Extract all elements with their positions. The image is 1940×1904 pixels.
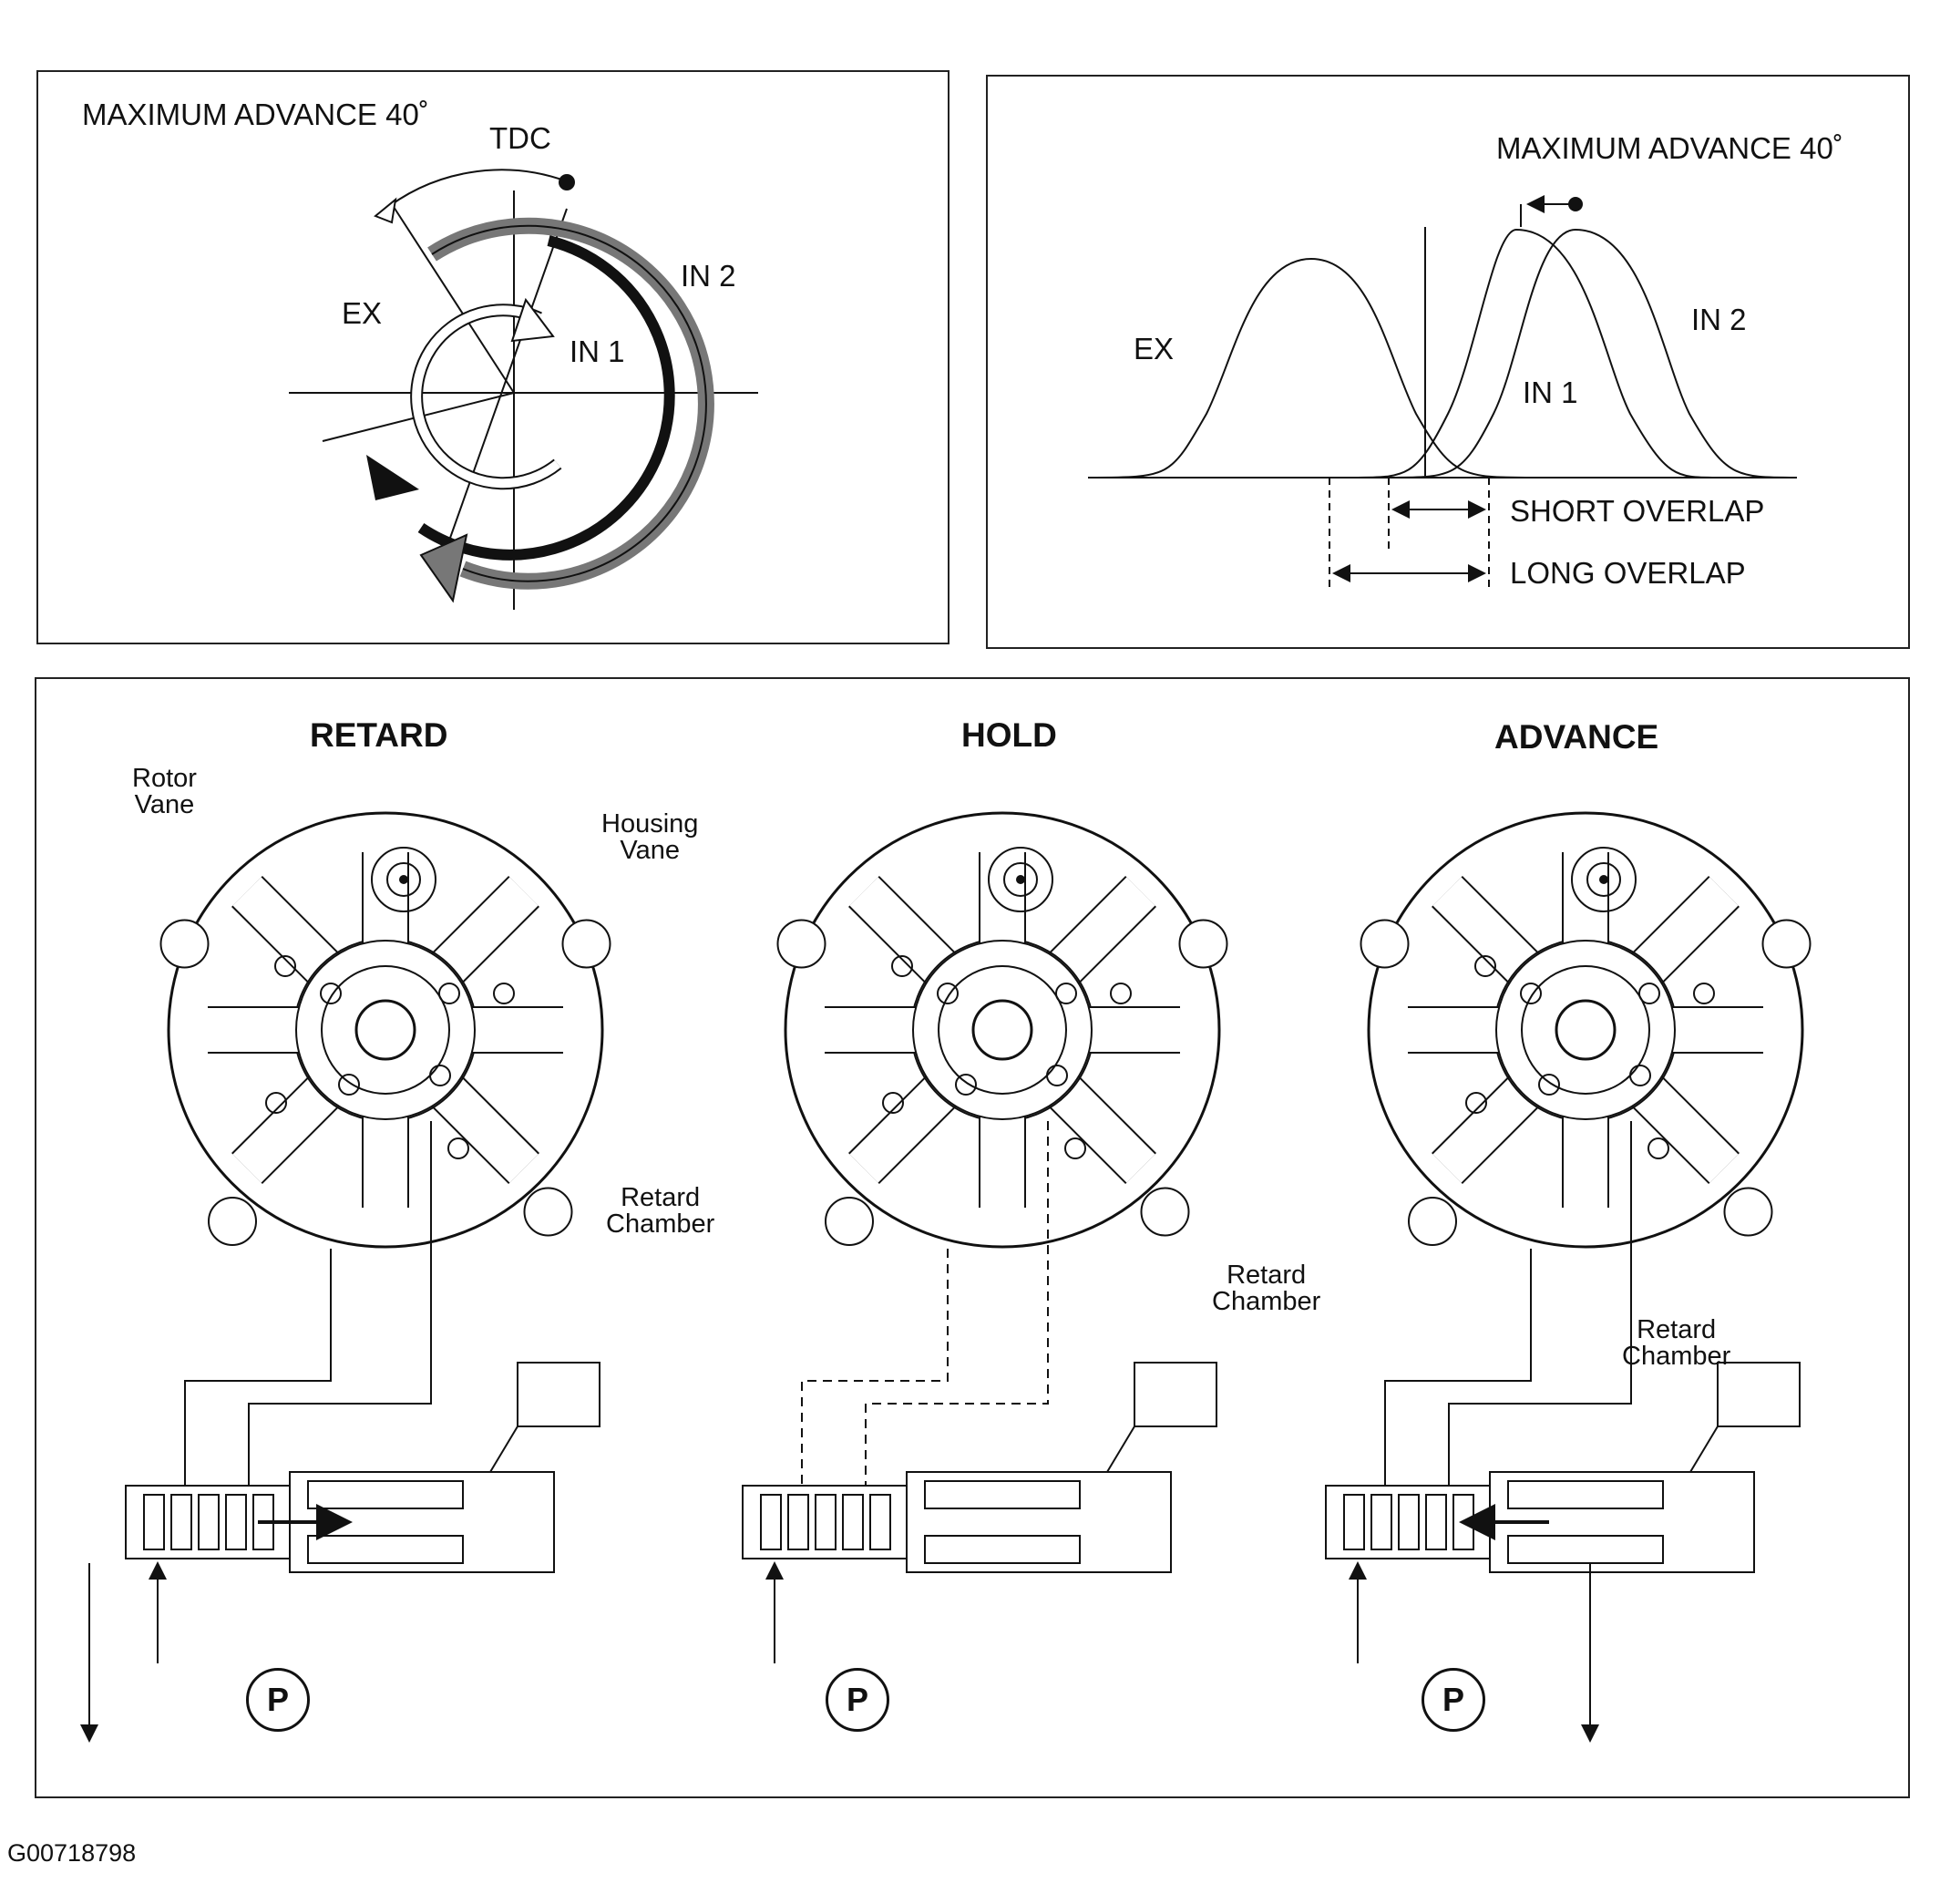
in2-label: IN 2 xyxy=(1691,303,1747,336)
actuator-modes-panel: RETARD HOLD ADVANCE Rotor Vane Housing V… xyxy=(35,677,1910,1798)
advance-point xyxy=(1568,197,1583,211)
ex-label: EX xyxy=(1134,332,1175,365)
retard-housing xyxy=(167,811,604,1249)
pressure-port-advance: P xyxy=(1422,1668,1485,1732)
ex-curve xyxy=(1087,257,1535,479)
pressure-port-retard: P xyxy=(246,1668,310,1732)
hold-solenoid xyxy=(906,1471,1172,1573)
in2-curve xyxy=(1388,228,1798,479)
max-advance-label: MAXIMUM ADVANCE 40˚ xyxy=(82,98,429,131)
hold-title: HOLD xyxy=(961,716,1057,754)
retard-chamber-label-advance: Retard Chamber xyxy=(1622,1315,1731,1371)
hold-center-hub xyxy=(971,999,1033,1061)
long-overlap-label: LONG OVERLAP xyxy=(1510,556,1746,590)
advance-connector xyxy=(1717,1362,1801,1427)
pressure-port-hold: P xyxy=(826,1668,889,1732)
advance-center-hub xyxy=(1555,999,1617,1061)
in1-arc xyxy=(417,235,675,561)
short-overlap-label: SHORT OVERLAP xyxy=(1510,494,1765,528)
rotation-arrow-icon xyxy=(366,455,419,500)
in1-label: IN 1 xyxy=(1523,376,1578,409)
actuator-drawings xyxy=(80,811,1812,1743)
in1-label: IN 1 xyxy=(570,334,625,368)
hold-connector xyxy=(1134,1362,1217,1427)
cam-timing-drawing xyxy=(289,169,758,610)
retard-chamber-label-retard: Retard Chamber xyxy=(606,1183,715,1239)
retard-title: RETARD xyxy=(310,716,448,754)
max-advance-label: MAXIMUM ADVANCE 40˚ xyxy=(1496,131,1843,165)
retard-center-hub xyxy=(354,999,416,1061)
rotor-vane-label: Rotor Vane xyxy=(132,764,197,819)
advance-housing xyxy=(1367,811,1804,1249)
retard-chamber-label-hold: Retard Chamber xyxy=(1212,1261,1321,1316)
retard-connector xyxy=(517,1362,600,1427)
advance-point xyxy=(559,174,575,190)
valve-lift-drawing xyxy=(1087,195,1798,587)
ex-label: EX xyxy=(342,296,383,330)
in2-label: IN 2 xyxy=(681,259,736,293)
figure-id: G00718798 xyxy=(7,1839,137,1867)
hold-spool-valve xyxy=(742,1485,908,1559)
tdc-label: TDC xyxy=(489,121,551,155)
advance-title: ADVANCE xyxy=(1494,718,1659,756)
valve-lift-panel: MAXIMUM ADVANCE 40˚ EX IN 1 IN 2 SHORT O… xyxy=(986,75,1910,649)
cam-timing-panel: MAXIMUM ADVANCE 40˚ TDC EX IN 1 IN 2 xyxy=(36,70,949,644)
housing-vane-label: Housing Vane xyxy=(601,809,699,865)
in1-curve xyxy=(1351,228,1718,479)
advance-arc xyxy=(379,169,568,214)
hold-housing xyxy=(784,811,1221,1249)
